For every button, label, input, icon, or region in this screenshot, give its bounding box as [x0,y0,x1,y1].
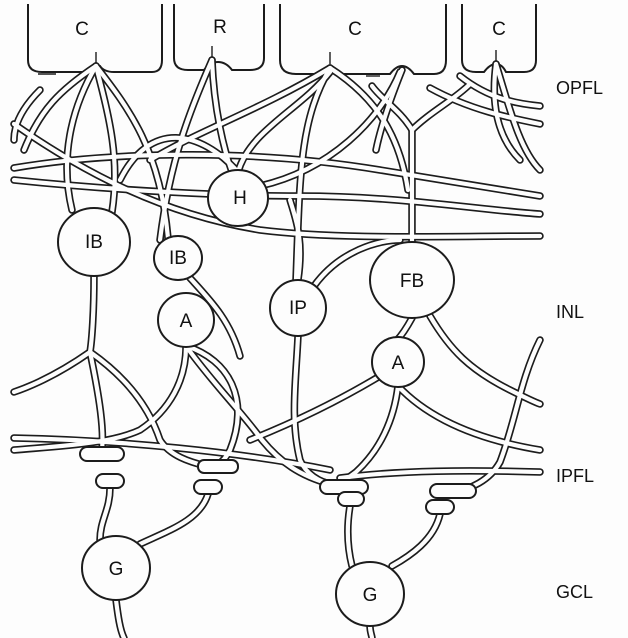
cone-label-3: C [492,19,506,40]
ganglion1-dendrite-2-core [137,491,211,547]
fb-axon-1-core [427,313,543,407]
cone-outline-2 [279,4,447,75]
ib1-axon-3-core [87,349,209,469]
layer-label-gcl: GCL [556,582,594,602]
layer-label-ipfl: IPFL [556,466,595,486]
invaginating-midget-bipolar-soma [269,279,327,337]
cone1-branch-2-core [93,63,117,215]
ganglion2-dendrite-1-core [345,503,355,569]
opfl-fiber-1-core [11,152,543,199]
ganglion2-dendrite-2 [388,510,444,570]
ganglion2-axon-core [367,623,375,638]
amacrine2-process-1-core [337,383,401,487]
horizontal-dendrite-3-core [257,69,403,189]
fb-dendrite-left-core [369,83,415,133]
bipolar-terminal-1 [79,446,125,462]
ipl-stratum-2-core [337,468,543,481]
photoreceptor-row [27,4,537,77]
horizontal-cell-soma [207,169,269,227]
cell-bodies [57,169,477,627]
invaginating-bipolar-soma-1 [57,207,131,277]
ganglion-dendrite-tip-2 [193,479,223,495]
ganglion1-axon-core [113,597,127,638]
layer-label-opfl: OPFL [556,78,604,98]
amacrine2-process-2-core [395,383,543,453]
amacrine2-process-1 [336,382,402,488]
ganglion1-dendrite-2 [136,490,212,548]
ganglion1-dendrite-1-core [97,485,113,543]
rod-outline-1 [173,4,265,71]
cone-label-2: C [348,19,362,40]
opfl-fiber-4-core [11,87,43,143]
amacrine-soma-2 [371,336,425,388]
bipolar-ip-label: IP [289,298,307,319]
horizontal-dendrite-1-core [235,69,333,175]
bipolar-ib-label-2: IB [169,248,187,269]
ganglion-dendrite-tip-4 [425,499,455,515]
cell-labels: C R C C H IB IB IP FB A A G G [75,17,506,606]
ganglion2-dendrite-2-core [389,511,443,569]
cone1-branch-4-core [21,63,99,153]
flat-bipolar-soma [369,241,455,319]
bipolar-ib-label-1: IB [85,232,103,253]
amacrine-soma-1 [157,292,215,348]
amacrine1-process-2-core [183,343,333,487]
fb-dendrite-right-core [409,81,473,133]
cone2-branch-3-core [373,67,405,153]
cone3-branch-1-core [493,61,543,173]
ganglion-dendrite-tip-3 [337,491,365,507]
ib2-axon-1-core [187,275,243,359]
bipolar-fb-label: FB [400,271,424,292]
amacrine1-process-1-core [11,343,189,453]
amacrine-label-2: A [392,353,405,374]
rod-label-1: R [213,17,227,38]
cone3-branch-2-core [492,61,523,163]
horizontal-dendrite-2-core [117,135,241,183]
cone-outline-1 [27,4,163,73]
layer-label-inl: INL [556,302,585,322]
ganglion-dendrite-tip-1 [95,473,125,489]
opfl-fiber-3-core [11,121,543,239]
horizontal-cell-label: H [233,188,247,209]
ipl-stratum-1-core [11,435,333,473]
cone1-branch-1-core [64,63,99,213]
amacrine2-process-3-core [247,373,383,443]
ip-dendrite-2-core [311,237,403,289]
cone-label-1: C [75,19,89,40]
ganglion-label-2: G [363,585,378,606]
opfl-fiber-5-core [427,85,543,127]
ganglion-label-1: G [109,559,124,580]
bipolar-terminal-4 [429,483,477,499]
ib1-axon-2-core [11,349,93,395]
amacrine-label-1: A [180,311,193,332]
ganglion-soma-1 [81,535,151,601]
ip-dendrite-core [287,197,303,283]
invaginating-bipolar-soma-2 [153,235,203,281]
cone2-branch-1-core [293,65,333,283]
ib1-axon-1-core [87,273,97,355]
bipolar-terminal-2 [197,459,239,474]
ganglion-soma-2 [335,561,405,627]
cone2-branch-4-core [147,65,333,163]
